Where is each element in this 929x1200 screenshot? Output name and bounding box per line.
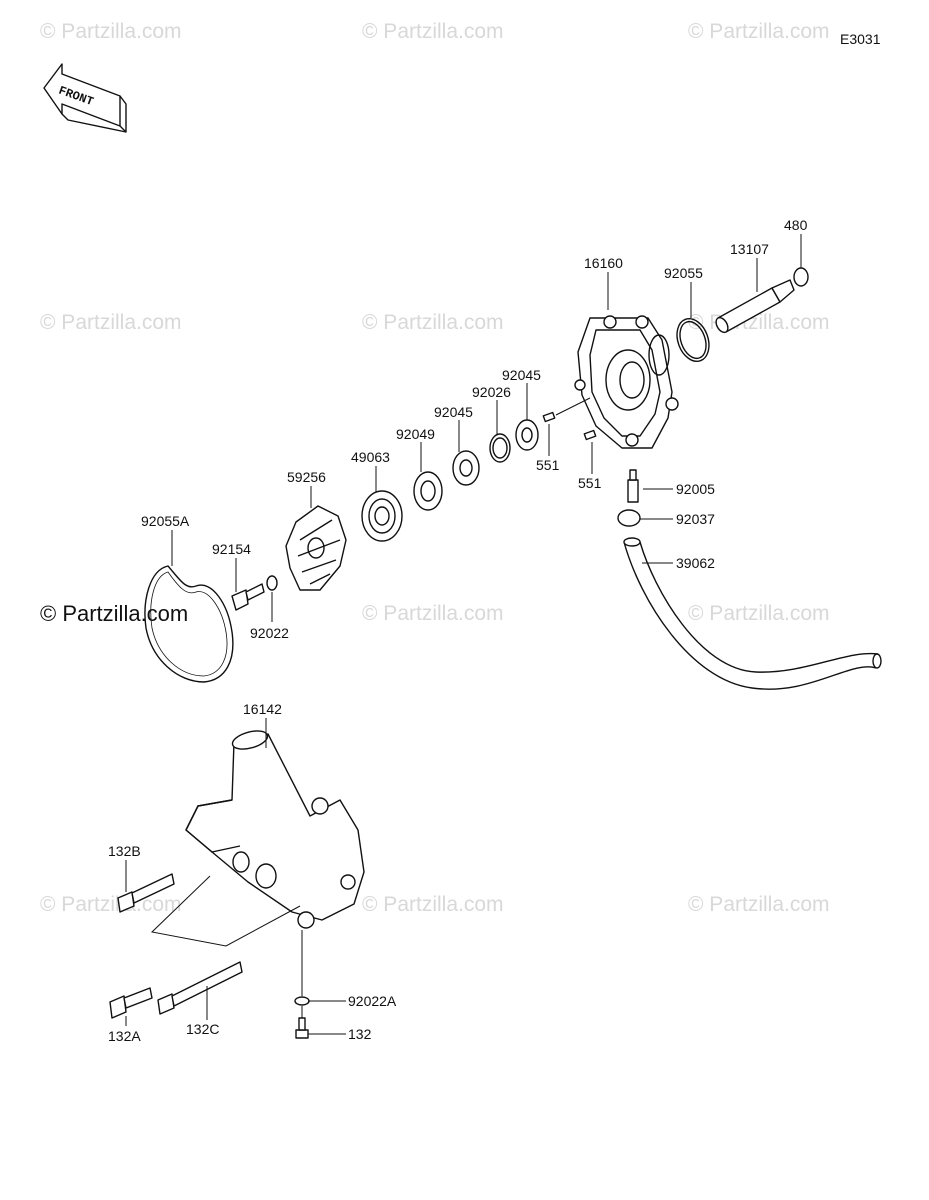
label-92005: 92005 (676, 481, 715, 497)
leader-lines (125, 234, 802, 1035)
pump-housing-16142 (185, 730, 365, 929)
seal-92049 (413, 471, 443, 511)
clamp-92037 (617, 509, 641, 527)
washer-92022A (294, 996, 310, 1006)
label-132A: 132A (108, 1028, 141, 1044)
watermark: © Partzilla.com (688, 602, 830, 625)
label-92049: 92049 (396, 426, 435, 442)
label-92022: 92022 (250, 625, 289, 641)
label-92154: 92154 (212, 541, 251, 557)
bolt-92154 (231, 583, 265, 611)
pump-cover-16160 (574, 315, 679, 449)
watermark-prominent: © Partzilla.com (40, 601, 188, 626)
watermark: © Partzilla.com (362, 602, 504, 625)
watermark: © Partzilla.com (688, 20, 830, 43)
diagram-code: E3031 (840, 31, 881, 47)
label-16160: 16160 (584, 255, 623, 271)
bolt-132C (157, 961, 243, 1015)
watermark: © Partzilla.com (362, 893, 504, 916)
watermark: © Partzilla.com (40, 893, 182, 916)
bearing-92045-b (452, 450, 480, 486)
label-92045-b: 92045 (434, 404, 473, 420)
label-92055: 92055 (664, 265, 703, 281)
label-49063: 49063 (351, 449, 390, 465)
label-132: 132 (348, 1026, 372, 1042)
o-ring-92055 (676, 317, 710, 363)
label-16142: 16142 (243, 701, 282, 717)
circlip-480 (793, 267, 809, 287)
shaft-13107 (715, 279, 795, 334)
watermark: © Partzilla.com (688, 893, 830, 916)
label-13107: 13107 (730, 241, 769, 257)
watermark: © Partzilla.com (362, 311, 504, 334)
label-92026: 92026 (472, 384, 511, 400)
label-132B: 132B (108, 843, 141, 859)
mechanical-seal-49063 (361, 490, 403, 542)
label-92055A: 92055A (141, 513, 190, 529)
gasket-92055A (144, 565, 234, 683)
fitting-92005 (627, 469, 639, 503)
part-labels: 480 13107 92055 16160 92045 92026 92045 … (108, 217, 808, 1044)
watermark-grid: © Partzilla.com © Partzilla.com © Partzi… (40, 20, 830, 916)
label-39062: 39062 (676, 555, 715, 571)
label-551-a: 551 (536, 457, 560, 473)
watermark: © Partzilla.com (40, 20, 182, 43)
watermark: © Partzilla.com (40, 311, 182, 334)
impeller-59256 (285, 505, 347, 591)
label-551-b: 551 (578, 475, 602, 491)
bearing-92045-a (515, 419, 539, 451)
bolt-132B (117, 873, 175, 913)
washer-92022 (266, 575, 278, 591)
watermark: © Partzilla.com (362, 20, 504, 43)
label-132C: 132C (186, 1021, 219, 1037)
label-59256: 59256 (287, 469, 326, 485)
label-480: 480 (784, 217, 808, 233)
dowel-pin-551-a (542, 411, 556, 423)
label-92022A: 92022A (348, 993, 397, 1009)
front-arrow: FRONT (43, 63, 127, 133)
label-92037: 92037 (676, 511, 715, 527)
o-ring-92055-inner (679, 320, 707, 360)
bolt-132 (295, 1017, 309, 1039)
bolt-132A (109, 987, 153, 1019)
hose-39062 (623, 537, 882, 690)
label-92045-a: 92045 (502, 367, 541, 383)
dowel-pin-551-b (583, 429, 597, 441)
